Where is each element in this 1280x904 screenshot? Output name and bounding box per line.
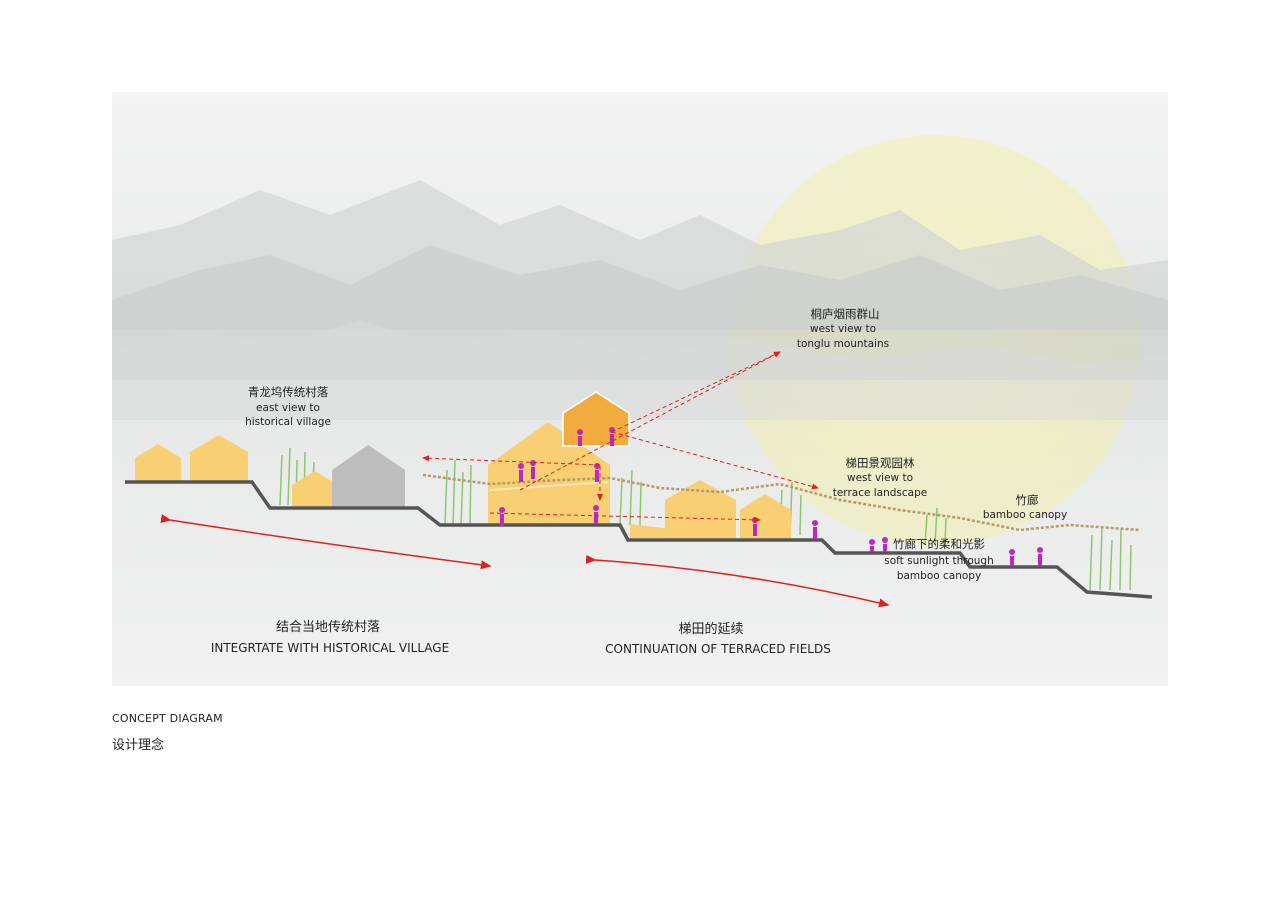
label-bamboo-zh: 竹廊: [1016, 493, 1039, 507]
label-continuation-en: CONTINUATION OF TERRACED FIELDS: [605, 642, 831, 656]
label-integrate-zh: 结合当地传统村落: [276, 620, 380, 635]
label-sunlight-zh: 竹廊下的柔和光影: [893, 537, 985, 551]
label-terrace-en-1: west view to: [847, 472, 913, 484]
house-terrace-2: [740, 494, 791, 540]
label-mountains-en-2: tonglu mountains: [797, 338, 889, 350]
house-main: [488, 422, 610, 525]
label-terrace-zh: 梯田景观园林: [846, 456, 915, 470]
bamboo-canopy-roof: [422, 473, 1141, 532]
label-sunlight-en-1: soft sunlight through: [884, 555, 994, 567]
label-integrate-en: INTEGRTATE WITH HISTORICAL VILLAGE: [211, 641, 449, 655]
label-village-zh: 青龙坞传统村落: [248, 385, 329, 399]
label-mountains-zh: 桐庐烟雨群山: [811, 307, 880, 321]
house-terrace-1: [665, 480, 736, 540]
house-village-2: [190, 435, 248, 482]
house-village-3: [292, 471, 338, 508]
terraced-ground: [125, 480, 1153, 599]
view-arrows: [422, 351, 819, 523]
label-sunlight-en-2: bamboo canopy: [897, 570, 981, 582]
house-grey: [332, 445, 405, 508]
label-terrace-en-2: terrace landscape: [833, 487, 928, 499]
continuation-arrow: [585, 554, 890, 608]
caption-title-en: CONCEPT DIAGRAM: [112, 712, 223, 725]
label-village-en-1: east view to: [256, 402, 320, 414]
caption-title-zh: 设计理念: [112, 738, 165, 753]
people: [499, 427, 1043, 566]
label-village-en-2: historical village: [245, 416, 331, 428]
label-bamboo-en: bamboo canopy: [983, 509, 1067, 521]
mountain-range: [112, 180, 1168, 420]
house-village-1: [135, 444, 181, 482]
label-mountains-en-1: west view to: [810, 323, 876, 335]
bamboo-groves: [279, 447, 1132, 591]
label-continuation-zh: 梯田的延续: [678, 621, 743, 637]
integrate-arrow: [160, 514, 492, 570]
